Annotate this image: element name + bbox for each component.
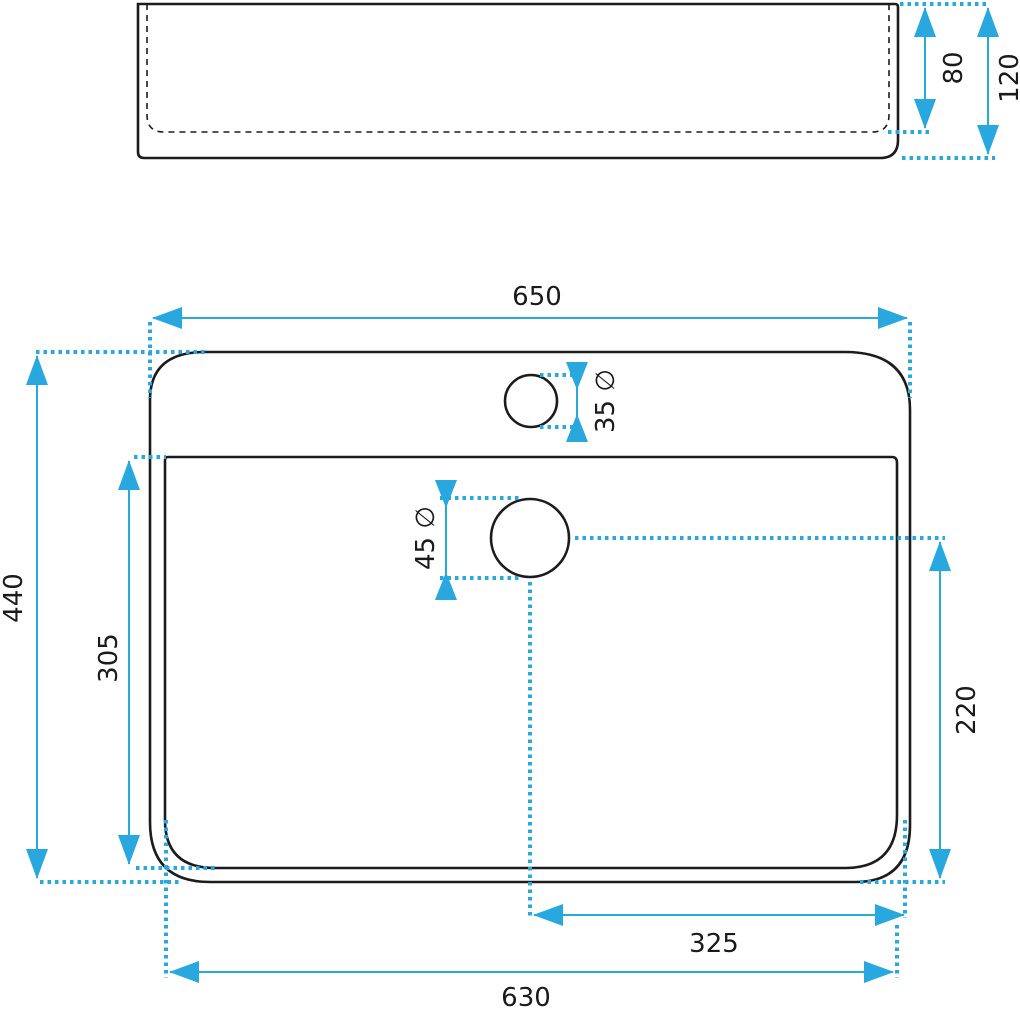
dimension-label-440: 440: [0, 573, 29, 623]
top-view: 650 440 305 220 325: [0, 282, 982, 1010]
arrow-head: [435, 480, 457, 508]
basin-inner-outline: [163, 455, 899, 870]
dimension-label-305: 305: [94, 633, 124, 683]
dimension-side-total: 120: [902, 6, 1020, 160]
dimension-bottom-width: 630: [164, 820, 899, 1010]
tap-hole: [503, 373, 559, 429]
dimension-label-120: 120: [995, 53, 1020, 103]
arrow-head: [566, 362, 588, 390]
dimension-label-35: 35 ∅: [591, 369, 621, 433]
dimension-drain-hole: 45 ∅: [411, 480, 522, 600]
dimension-total-depth: 440: [0, 350, 205, 884]
side-view-basin-hidden: [146, 4, 890, 133]
side-view-outline: [136, 2, 900, 160]
arrow-head: [435, 572, 457, 600]
dimension-label-80: 80: [939, 51, 969, 84]
dimension-label-45: 45 ∅: [411, 506, 441, 570]
side-view: 80 120: [136, 2, 1020, 160]
dimension-top-width: 650: [148, 282, 912, 398]
dimension-label-220: 220: [952, 685, 982, 735]
dimension-side-inner: 80: [888, 2, 990, 134]
dimension-label-325: 325: [689, 929, 739, 959]
dimension-drain-offset-horizontal: 325: [528, 582, 907, 959]
arrow-head: [566, 414, 588, 442]
dimension-drain-offset-vertical: 220: [575, 536, 982, 884]
dimension-bowl-depth: 305: [94, 455, 215, 870]
drain-hole: [489, 497, 571, 579]
dimension-tap-hole: 35 ∅: [540, 362, 621, 442]
dimension-label-630: 630: [501, 983, 551, 1010]
dimension-label-650: 650: [512, 282, 562, 312]
